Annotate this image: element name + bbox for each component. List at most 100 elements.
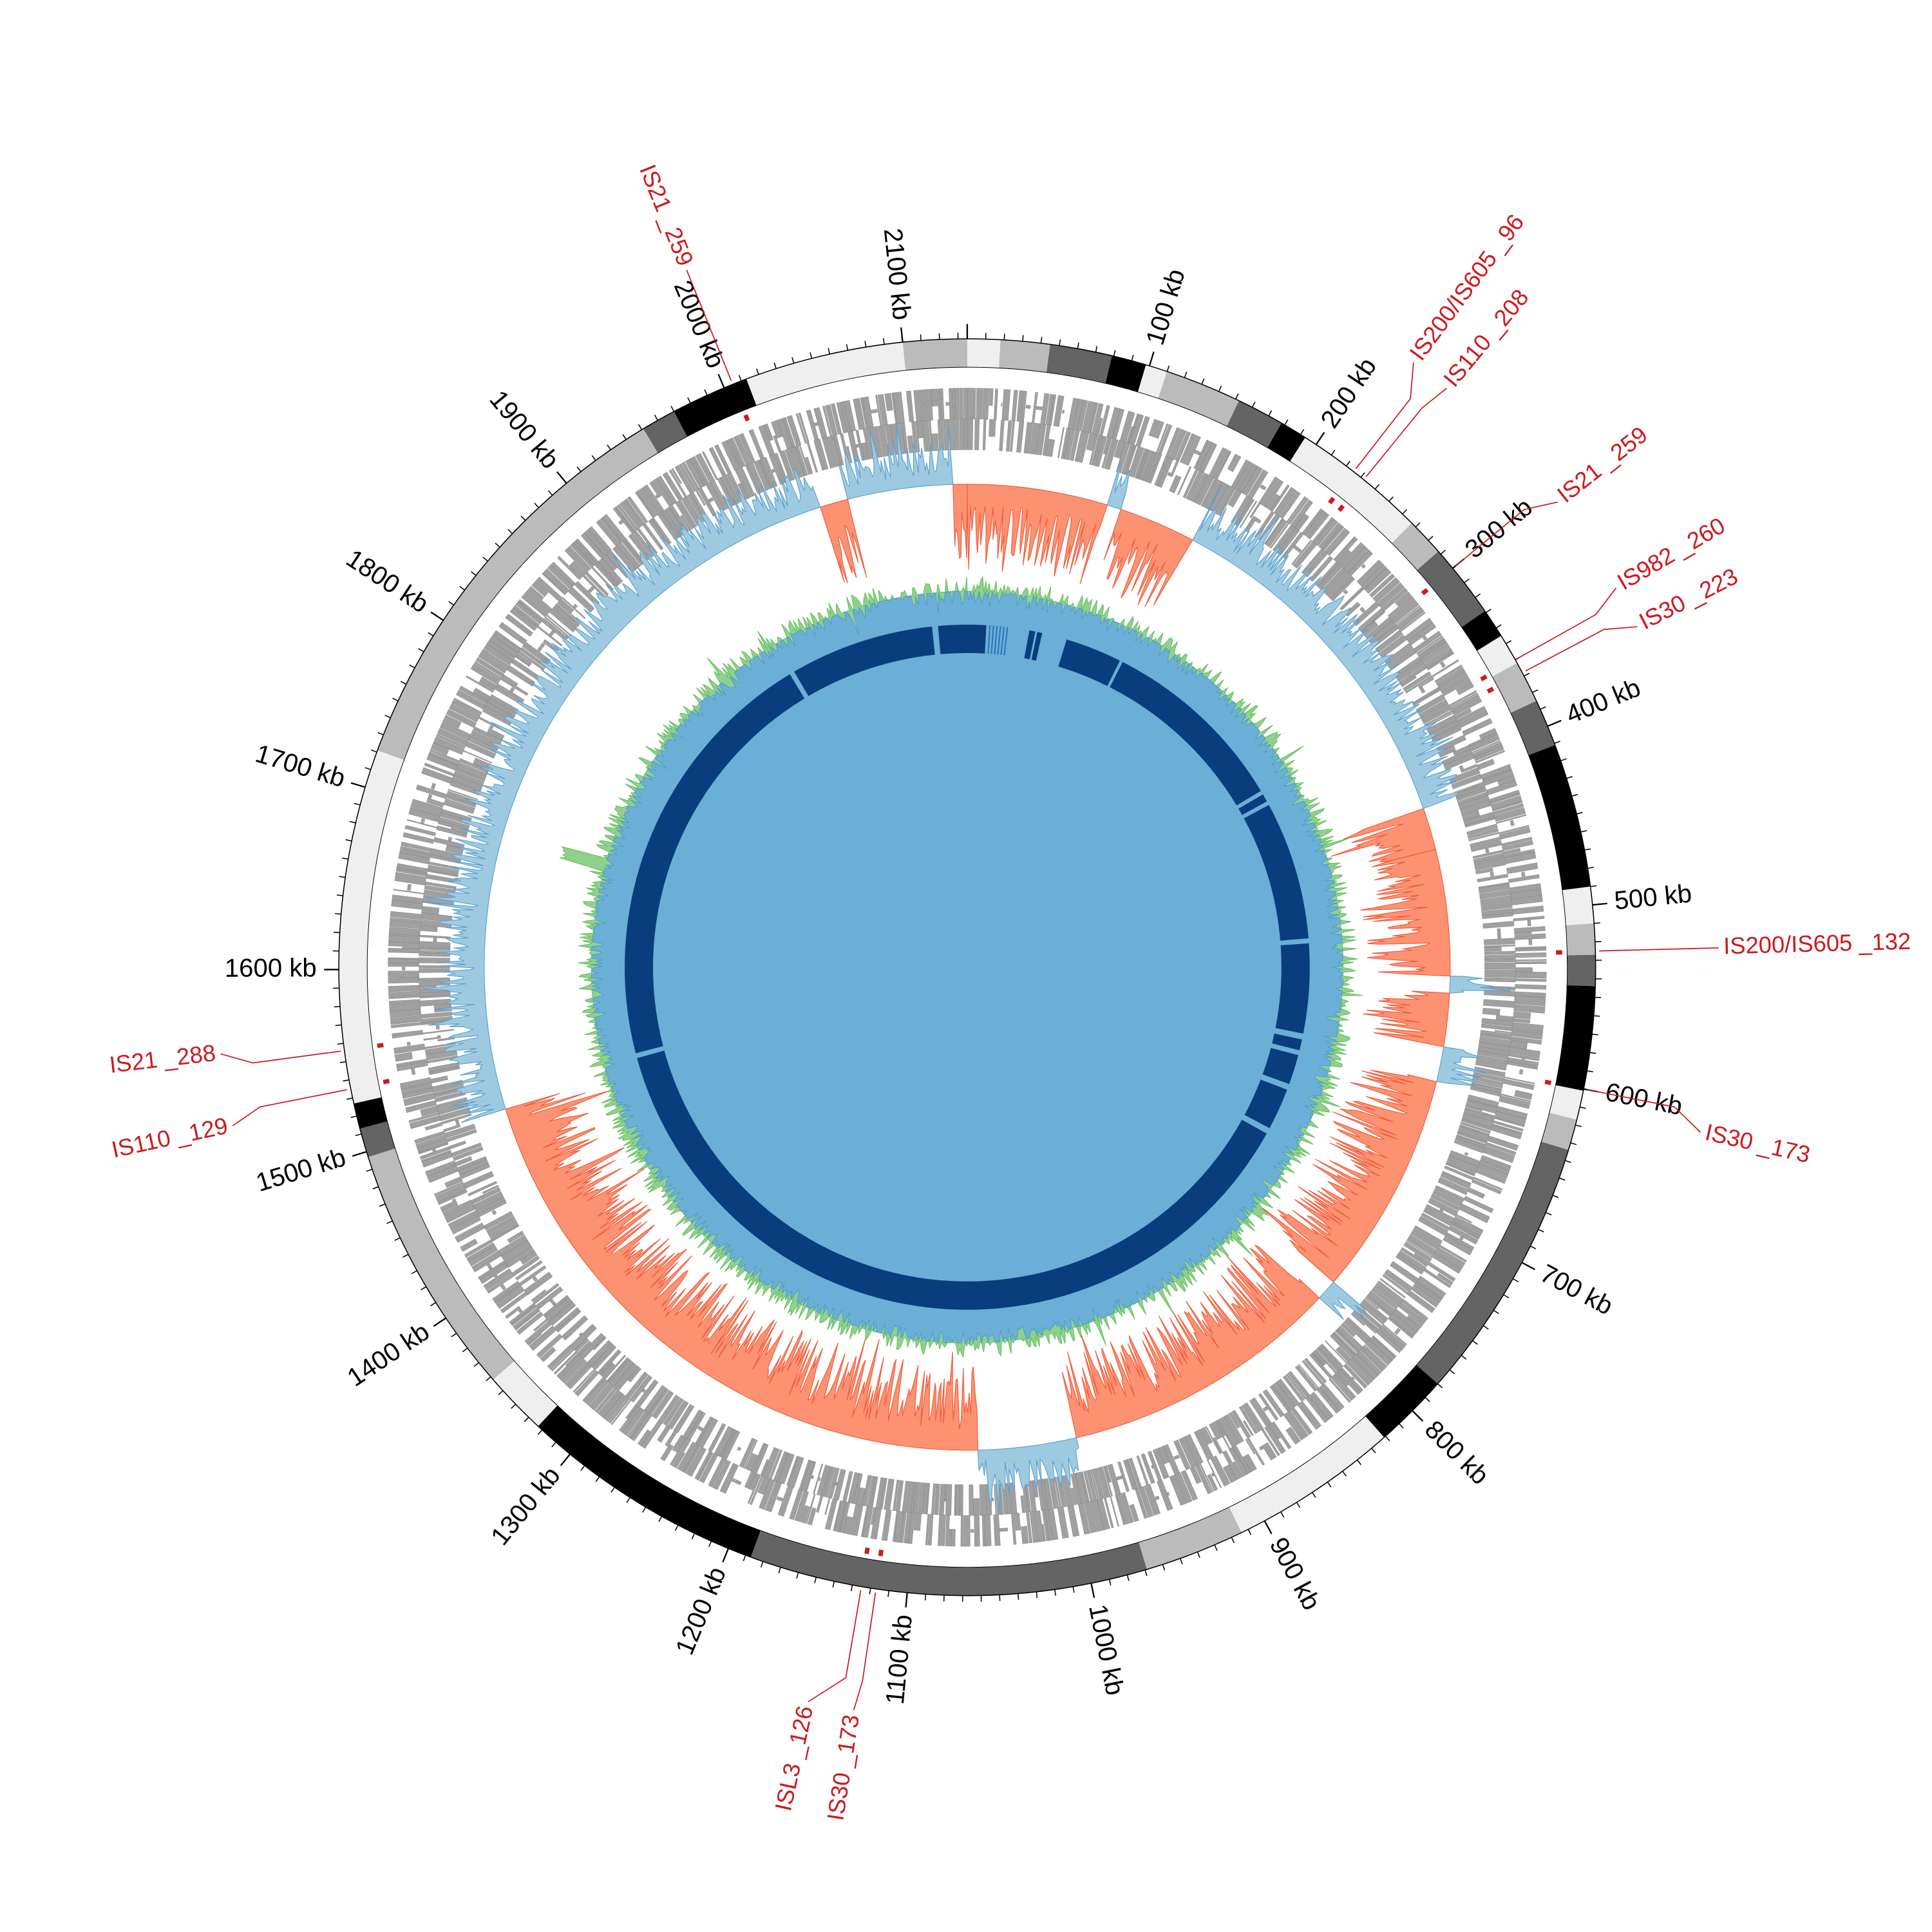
- ideogram-band: [1528, 745, 1591, 891]
- minor-tick: [1126, 1575, 1130, 1581]
- is-marker: [864, 1547, 870, 1555]
- major-tick: [1412, 1410, 1424, 1422]
- gene-feature: [1272, 1381, 1296, 1410]
- gene-feature: [1335, 1346, 1352, 1363]
- gene-feature: [1184, 435, 1201, 466]
- major-tick: [1090, 1583, 1095, 1598]
- gene-feature: [816, 1495, 824, 1513]
- minor-tick: [670, 406, 675, 412]
- gene-feature: [507, 1231, 524, 1244]
- gene-feature: [1332, 1331, 1357, 1356]
- gene-feature: [1145, 452, 1160, 483]
- gene-feature: [1285, 1374, 1307, 1400]
- gene-feature: [967, 419, 974, 450]
- gene-feature: [955, 1484, 960, 1516]
- gene-feature: [976, 388, 983, 420]
- is-label: IS200/IS605 _132: [1723, 928, 1911, 959]
- minor-tick: [1095, 346, 1098, 352]
- gene-feature: [696, 489, 706, 506]
- gene-feature: [1116, 1475, 1123, 1481]
- gene-feature: [643, 1385, 667, 1414]
- gene-feature: [1036, 406, 1043, 411]
- gene-feature: [418, 1142, 449, 1155]
- gene-feature: [1484, 954, 1516, 960]
- gene-feature: [1482, 999, 1515, 1008]
- gene-feature: [419, 969, 450, 973]
- gene-feature: [450, 828, 468, 834]
- major-tick: [1592, 902, 1607, 906]
- gene-feature: [1371, 1287, 1398, 1310]
- gene-feature: [1405, 675, 1433, 694]
- gene-feature: [1434, 665, 1463, 683]
- gene-feature: [1494, 1030, 1512, 1034]
- gene-feature: [1057, 1506, 1069, 1539]
- gene-feature: [443, 800, 475, 814]
- gene-feature: [800, 1505, 810, 1524]
- gc-skew-positive-area: [1318, 1281, 1367, 1320]
- gene-feature: [954, 388, 960, 420]
- gene-feature: [938, 1514, 946, 1546]
- gene-feature: [406, 1041, 411, 1046]
- gene-feature: [1377, 1280, 1404, 1302]
- minor-tick: [1108, 1579, 1112, 1586]
- gene-feature: [1495, 1015, 1514, 1021]
- gene-feature: [1421, 1212, 1450, 1231]
- gene-feature: [771, 420, 783, 439]
- minor-tick: [365, 767, 371, 770]
- major-tick: [560, 1454, 571, 1466]
- gene-feature: [1527, 920, 1531, 927]
- gene-feature: [493, 1274, 498, 1278]
- gene-feature: [1359, 607, 1366, 613]
- gene-feature: [663, 1397, 684, 1426]
- gene-feature: [1334, 1329, 1359, 1353]
- is-leader-line: [808, 1590, 862, 1703]
- gene-feature: [893, 1479, 900, 1511]
- gene-feature: [660, 1444, 674, 1461]
- gene-feature: [915, 421, 920, 453]
- gene-feature: [1467, 1099, 1498, 1108]
- minor-tick: [1577, 811, 1583, 815]
- tick-label: 1200 kb: [670, 1563, 732, 1659]
- gene-feature: [1417, 677, 1434, 688]
- gene-feature: [964, 419, 968, 450]
- minor-tick: [350, 1115, 357, 1119]
- ideogram-band: [1226, 401, 1282, 448]
- gene-feature: [1481, 1022, 1513, 1027]
- gene-feature: [1097, 1466, 1111, 1499]
- gene-feature: [1515, 978, 1547, 982]
- gene-feature: [1464, 817, 1495, 828]
- minor-tick: [1558, 1177, 1566, 1181]
- gene-feature: [487, 1217, 516, 1235]
- gene-feature: [1480, 1030, 1512, 1038]
- tick-label: 1300 kb: [485, 1461, 565, 1551]
- ideogram-band: [1562, 886, 1595, 925]
- ideogram-band: [354, 1097, 388, 1129]
- minor-tick: [1231, 1537, 1235, 1544]
- gene-feature: [419, 947, 451, 951]
- gene-feature: [951, 1529, 956, 1547]
- gene-feature: [426, 1052, 458, 1061]
- minor-tick: [576, 466, 582, 472]
- gene-feature: [1484, 977, 1516, 983]
- gene-feature: [1061, 410, 1065, 414]
- gene-feature: [1215, 1420, 1226, 1437]
- gc-skew-positive-area: [1435, 1046, 1487, 1086]
- gene-feature: [1403, 671, 1432, 692]
- gene-feature: [811, 1475, 815, 1479]
- gene-feature: [1205, 1426, 1221, 1455]
- gene-feature: [506, 665, 536, 687]
- gene-feature: [578, 1332, 583, 1336]
- gene-feature: [1005, 1528, 1009, 1531]
- ideogram-band: [674, 379, 757, 437]
- gene-feature: [421, 821, 424, 824]
- gene-feature: [556, 1309, 582, 1332]
- gene-feature: [1437, 1273, 1454, 1285]
- gene-feature: [451, 1198, 456, 1202]
- gene-feature: [1269, 1385, 1291, 1412]
- gene-feature: [1151, 1464, 1154, 1469]
- gene-feature: [459, 1162, 491, 1179]
- gene-feature: [1092, 1468, 1104, 1500]
- gene-feature: [719, 1463, 739, 1494]
- gene-feature: [1231, 1410, 1251, 1439]
- gene-feature: [1497, 775, 1516, 786]
